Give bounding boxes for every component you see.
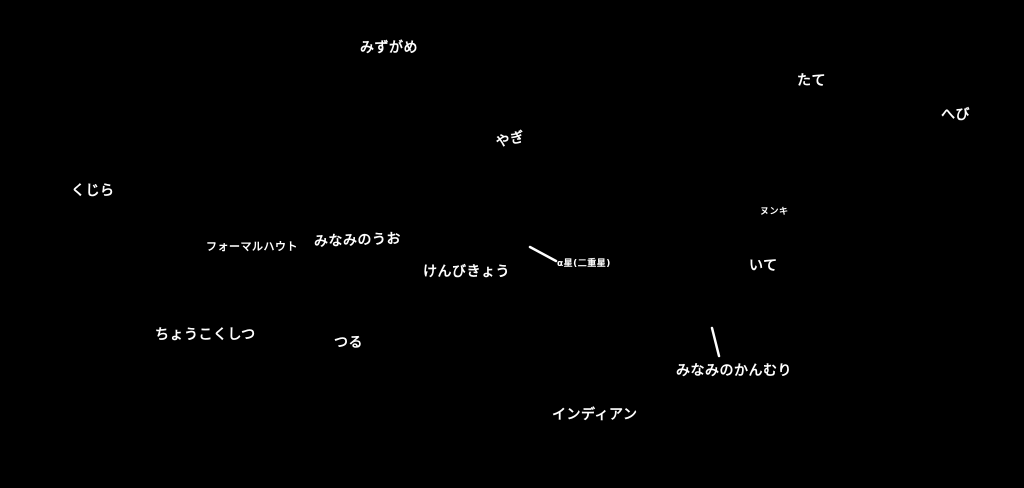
- constellation-label-piscis-austrinus: みなみのうお: [313, 230, 402, 250]
- star-label-fomalhaut: フォーマルハウト: [206, 240, 298, 253]
- leader-line-corona-australis-pointer: [710, 326, 721, 358]
- constellation-label-grus: つる: [334, 335, 363, 351]
- constellation-label-scutum: たて: [797, 73, 826, 89]
- constellation-label-indus: インディアン: [552, 407, 638, 423]
- constellation-label-sculptor: ちょうこくしつ: [155, 327, 256, 343]
- constellation-label-serpens: へび: [941, 107, 970, 123]
- constellation-label-capricornus: やぎ: [494, 129, 527, 151]
- constellation-label-microscopium: けんびきょう: [423, 264, 510, 280]
- annotation-label-alpha-double-star: α星(二重星): [557, 259, 611, 269]
- constellation-label-cetus: くじら: [71, 183, 115, 199]
- leader-line-alpha-star-pointer: [528, 245, 558, 263]
- constellation-label-aquarius: みずがめ: [360, 40, 418, 56]
- constellation-label-sagittarius: いて: [749, 258, 778, 274]
- constellation-label-corona-australis: みなみのかんむり: [676, 363, 792, 379]
- star-label-nunki: ヌンキ: [760, 207, 789, 217]
